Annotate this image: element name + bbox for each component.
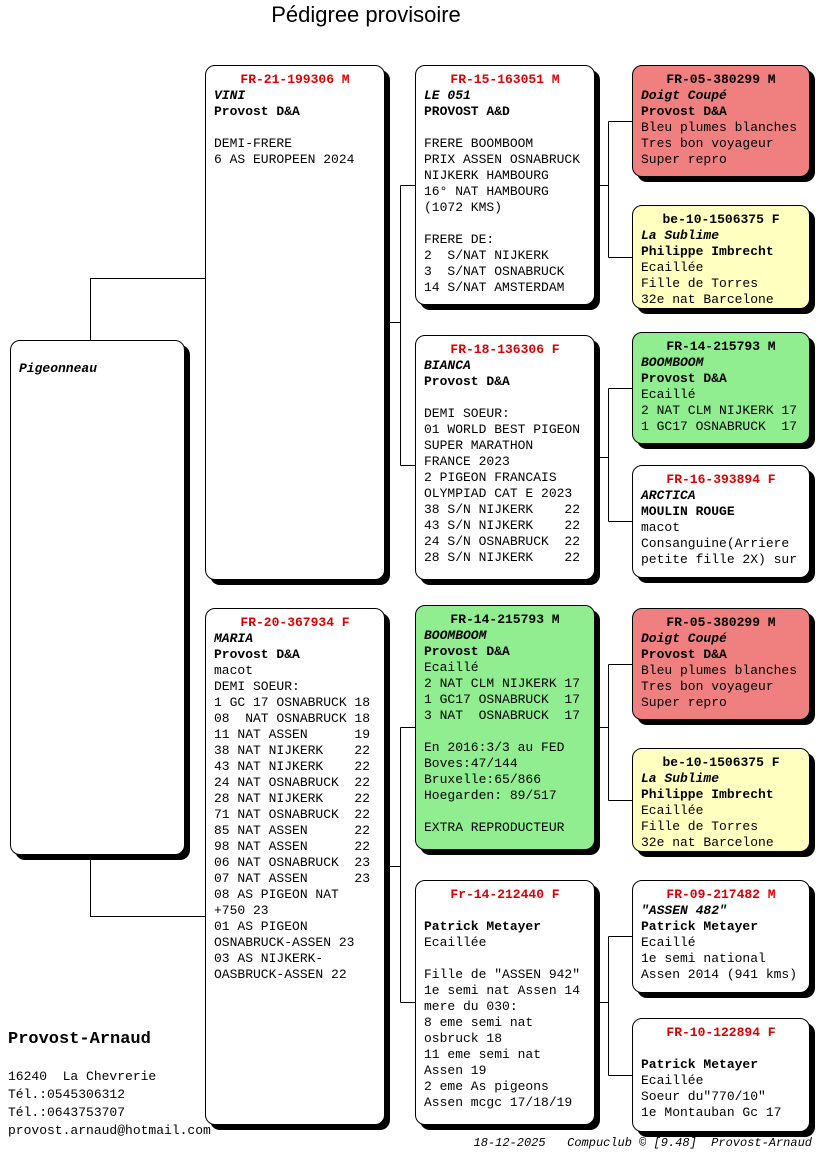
pigeon-name [416, 903, 594, 919]
pigeon-name: "ASSEN 482" [641, 903, 727, 918]
pigeon-name: BOOMBOOM [641, 355, 704, 370]
owner-name: Provost D&A [641, 647, 727, 662]
pedigree-card-dam-sire-sire: FR-05-380299 M Doigt Coupé Provost D&A B… [632, 608, 810, 720]
pigeon-name: La Sublime [641, 771, 720, 786]
pigeon-notes: Ecaillé 2 NAT CLM NIJKERK 17 1 GC17 OSNA… [641, 387, 798, 434]
pigeon-name: La Sublime [641, 228, 720, 243]
pigeon-name: LE 051 [424, 88, 471, 103]
pigeon-notes: FRERE BOOMBOOM PRIX ASSEN OSNABRUCK NIJK… [424, 136, 581, 295]
owner-name: Patrick Metayer [641, 919, 759, 934]
pigeon-name: Doigt Coupé [641, 88, 727, 103]
pigeon-notes: Bleu plumes blanches Tres bon voyageur S… [641, 663, 798, 710]
pigeon-name: Pigeonneau [19, 361, 98, 376]
pedigree-card-dam-dam: Fr-14-212440 F Patrick Metayer Ecaillée … [415, 880, 595, 1125]
ring-number: FR-10-122894 F [666, 1025, 776, 1040]
pedigree-card-sire-dam: FR-18-136306 F BIANCA Provost D&A DEMI S… [415, 335, 595, 580]
page-title: Pédigree provisoire [271, 2, 461, 27]
pigeon-name: BOOMBOOM [424, 628, 487, 643]
ring-number: FR-09-217482 M [666, 887, 776, 902]
ring-number: be-10-1506375 F [662, 755, 780, 770]
owner-name: Patrick Metayer [424, 919, 542, 934]
print-footer: 18-12-2025 Compuclub © [9.48] Provost-Ar… [473, 1136, 812, 1150]
breeder-contact-block: Provost-Arnaud 16240 La Chevrerie Tél.:0… [8, 1030, 211, 1140]
owner-name: Provost D&A [424, 644, 510, 659]
ring-number: FR-14-215793 M [666, 339, 776, 354]
pedigree-card-dam-dam-sire: FR-09-217482 M "ASSEN 482" Patrick Metay… [632, 880, 810, 993]
ring-number: FR-16-393894 F [666, 472, 776, 487]
owner-name: MOULIN ROUGE [641, 504, 735, 519]
pigeon-notes: Bleu plumes blanches Tres bon voyageur S… [641, 120, 798, 167]
pedigree-card-sire: FR-21-199306 M VINI Provost D&A DEMI-FRE… [205, 65, 385, 580]
pigeon-name: BIANCA [424, 358, 471, 373]
ring-number: FR-05-380299 M [666, 615, 776, 630]
pigeon-notes: Ecaillé 1e semi national Assen 2014 (941… [641, 935, 798, 982]
pigeon-notes: Ecaillée Fille de "ASSEN 942" 1e semi na… [424, 935, 581, 1110]
pigeon-notes: DEMI-FRERE 6 AS EUROPEEN 2024 [214, 136, 355, 167]
owner-name: Provost D&A [641, 371, 727, 386]
pigeon-notes: Ecaillée Fille de Torres 32e nat Barcelo… [641, 803, 774, 850]
pedigree-card-sire-sire-dam: be-10-1506375 F La Sublime Philippe Imbr… [632, 205, 810, 309]
pigeon-name: MARIA [214, 631, 254, 646]
pigeon-notes: macot DEMI SOEUR: 1 GC 17 OSNABRUCK 18 0… [214, 663, 371, 982]
pigeon-notes: DEMI SOEUR: 01 WORLD BEST PIGEON SUPER M… [424, 406, 581, 565]
owner-name: Philippe Imbrecht [641, 244, 774, 259]
pedigree-card-subject: Pigeonneau [10, 340, 185, 855]
pigeon-name: VINI [214, 88, 246, 103]
pedigree-card-sire-sire: FR-15-163051 M LE 051 PROVOST A&D FRERE … [415, 65, 595, 305]
pedigree-card-dam-sire: FR-14-215793 M BOOMBOOM Provost D&A Ecai… [415, 605, 595, 850]
owner-name: Provost D&A [214, 104, 300, 119]
ring-number: FR-18-136306 F [450, 342, 560, 357]
pigeon-name: ARCTICA [641, 488, 696, 503]
owner-name: PROVOST A&D [424, 104, 510, 119]
breeder-address: 16240 La Chevrerie Tél.:0545306312 Tél.:… [8, 1069, 211, 1138]
ring-number: FR-20-367934 F [240, 615, 350, 630]
ring-number: FR-14-215793 M [450, 612, 560, 627]
owner-name: Philippe Imbrecht [641, 787, 774, 802]
pedigree-card-sire-sire-sire: FR-05-380299 M Doigt Coupé Provost D&A B… [632, 65, 810, 177]
pedigree-card-sire-dam-dam: FR-16-393894 F ARCTICA MOULIN ROUGE maco… [632, 465, 810, 578]
pigeon-notes: Ecaillé 2 NAT CLM NIJKERK 17 1 GC17 OSNA… [424, 660, 581, 835]
owner-name: Provost D&A [214, 647, 300, 662]
ring-number: Fr-14-212440 F [450, 887, 560, 902]
ring-number: be-10-1506375 F [662, 212, 780, 227]
pedigree-card-sire-dam-sire: FR-14-215793 M BOOMBOOM Provost D&A Ecai… [632, 332, 810, 444]
ring-number: FR-15-163051 M [450, 72, 560, 87]
owner-name: Patrick Metayer [641, 1057, 759, 1072]
breeder-name: Provost-Arnaud [8, 1030, 151, 1049]
pedigree-card-dam-sire-dam: be-10-1506375 F La Sublime Philippe Imbr… [632, 748, 810, 852]
ring-number: FR-21-199306 M [240, 72, 350, 87]
owner-name: Provost D&A [641, 104, 727, 119]
pigeon-notes: macot Consanguine(Arriere petite fille 2… [641, 520, 798, 567]
pedigree-card-dam-dam-dam: FR-10-122894 F Patrick Metayer Ecaillée … [632, 1018, 810, 1132]
pigeon-notes: Ecaillée Fille de Torres 32e nat Barcelo… [641, 260, 774, 307]
ring-number: FR-05-380299 M [666, 72, 776, 87]
pigeon-name [633, 1041, 809, 1057]
pigeon-notes: Ecaillée Soeur du"770/10" 1e Montauban G… [641, 1073, 782, 1120]
pigeon-name: Doigt Coupé [641, 631, 727, 646]
pedigree-card-dam: FR-20-367934 F MARIA Provost D&A macot D… [205, 608, 385, 1125]
owner-name: Provost D&A [424, 374, 510, 389]
